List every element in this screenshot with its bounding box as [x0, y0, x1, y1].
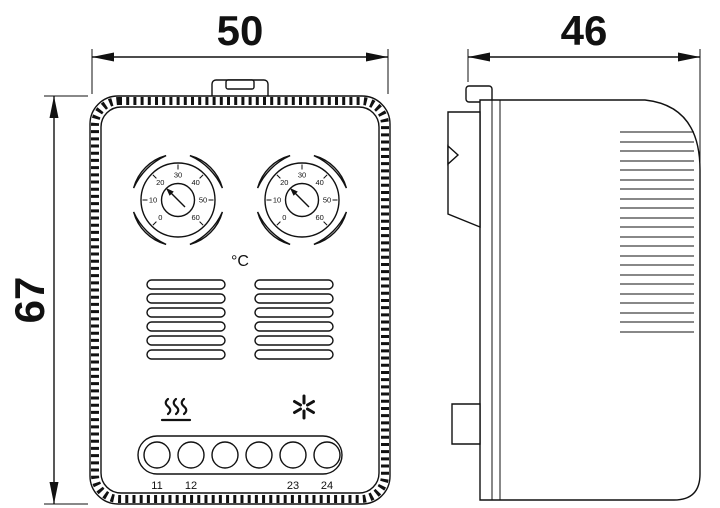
arrowhead-left: [92, 52, 114, 62]
wing-bottom-left-icon: [256, 211, 291, 246]
dial-scale-label: 40: [192, 178, 200, 187]
dial-scale-label: 20: [156, 178, 164, 187]
dial-ticks: [266, 164, 338, 226]
terminal-screw[interactable]: [313, 441, 341, 469]
dial-scale-label: 10: [149, 196, 157, 205]
side-vent-ribs: [620, 131, 694, 333]
side-view: [447, 85, 701, 501]
knob-pointer-arrowhead: [166, 188, 174, 196]
wing-top-right-icon: [189, 154, 224, 189]
terminal-screw[interactable]: [279, 441, 307, 469]
terminal-screw[interactable]: [211, 441, 239, 469]
arrowhead-right: [366, 52, 388, 62]
unit-celsius-label: °C: [231, 253, 249, 270]
din-clip-hook: [447, 111, 481, 229]
dial-ticks: [142, 164, 214, 226]
knob-pointer: [170, 192, 186, 208]
top-clip-side: [465, 85, 493, 103]
louver-slots: [146, 279, 334, 360]
dimension-depth: 46: [467, 7, 701, 165]
arrowhead-bottom: [49, 482, 59, 504]
dial-scale-labels: 50 40 30 20 10 0 60: [273, 171, 331, 223]
dial-scale-label: 60: [316, 213, 324, 222]
dial-scale-label: 30: [174, 171, 182, 180]
fan-icon: [293, 394, 315, 420]
wing-bottom-right-icon: [313, 211, 348, 246]
wing-bottom-left-icon: [132, 211, 167, 246]
ribbed-edge: [91, 97, 389, 503]
dial-scale-labels: 50 40 30 20 10 0 60: [149, 171, 207, 223]
front-view: 50 40 30 20 10 0 60: [89, 79, 391, 505]
terminal-screw[interactable]: [177, 441, 205, 469]
dial-scale-label: 60: [192, 213, 200, 222]
dim-height-label: 67: [6, 277, 53, 324]
terminal-label: 24: [321, 480, 333, 492]
terminal-label: 11: [151, 480, 162, 492]
wing-top-left-icon: [132, 154, 167, 189]
terminal-screw[interactable]: [245, 441, 273, 469]
arrowhead-left: [468, 52, 490, 62]
terminal-block: 11 12 23 24: [137, 435, 343, 492]
arrowhead-top: [49, 96, 59, 118]
dim-depth-label: 46: [561, 7, 608, 54]
dial-scale-label: 50: [199, 196, 207, 205]
arrowhead-right: [678, 52, 700, 62]
wing-top-right-icon: [313, 154, 348, 189]
dimension-height: 67: [6, 95, 88, 505]
terminal-label: 23: [287, 480, 299, 492]
dial-scale-label: 20: [280, 178, 288, 187]
wing-top-left-icon: [256, 154, 291, 189]
wing-bottom-right-icon: [189, 211, 224, 246]
dial-scale-label: 0: [282, 213, 286, 222]
dial-scale-label: 30: [298, 171, 306, 180]
knob-pointer: [294, 192, 310, 208]
knob-pointer-arrowhead: [290, 188, 298, 196]
dial-scale-label: 50: [323, 196, 331, 205]
din-clip-notch: [447, 144, 460, 166]
heater-icon: [160, 397, 192, 422]
dial-scale-label: 40: [316, 178, 324, 187]
dimension-width: 50: [91, 7, 389, 94]
din-clip-tab[interactable]: [451, 403, 481, 445]
dial-scale-label: 10: [273, 196, 281, 205]
dial-left[interactable]: 50 40 30 20 10 0 60: [132, 154, 224, 246]
terminal-label: 12: [185, 480, 197, 492]
terminal-screw[interactable]: [143, 441, 171, 469]
dial-scale-label: 0: [158, 213, 162, 222]
side-body: [479, 99, 701, 501]
terminal-labels: 11 12 23 24: [151, 480, 333, 492]
dial-right[interactable]: 50 40 30 20 10 0 60: [256, 154, 348, 246]
dim-width-label: 50: [217, 7, 264, 54]
